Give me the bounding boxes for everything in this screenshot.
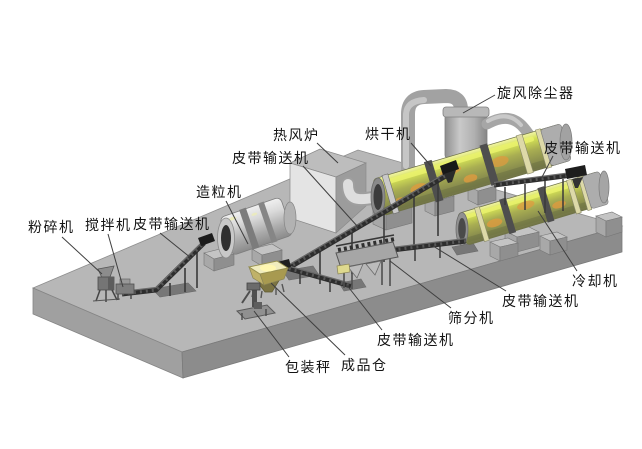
leader-packing-scale (253, 310, 290, 358)
leader-belt-2 (302, 165, 359, 228)
label-granulator: 造粒机 (196, 185, 243, 201)
packing-scale-shape (235, 282, 277, 320)
leader-belt-4 (432, 245, 507, 292)
label-cyclone: 旋风除尘器 (497, 86, 575, 102)
furnace-duct (341, 177, 379, 207)
leader-cyclone (462, 94, 496, 114)
cooler-drum (455, 170, 610, 246)
label-belt-2: 皮带输送机 (232, 151, 310, 167)
label-belt-1: 皮带输送机 (133, 217, 211, 233)
cyclone-inlet-duct (401, 88, 468, 175)
label-cooler: 冷却机 (572, 274, 619, 290)
leader-crusher (61, 236, 103, 275)
screening-machine-shape (335, 234, 399, 289)
granulator-drum (217, 197, 297, 259)
belt-conveyor-3-shape (493, 165, 587, 213)
label-belt-4: 皮带输送机 (502, 294, 580, 310)
label-crusher: 粉碎机 (28, 220, 75, 236)
leader-belt-3 (540, 155, 554, 180)
leader-lines (61, 94, 578, 358)
leader-belt-5 (345, 283, 383, 331)
label-screener: 筛分机 (448, 311, 495, 327)
leader-belt-1 (159, 232, 192, 259)
label-packing-scale: 包装秤 (285, 360, 332, 376)
belt-conveyor-2-shape (286, 160, 459, 284)
label-mixer: 搅拌机 (85, 218, 132, 234)
belt-conveyor-4-shape (391, 237, 467, 261)
mixer-machine (115, 278, 135, 300)
label-belt-3: 皮带输送机 (544, 141, 622, 157)
leader-granulator (225, 200, 249, 245)
label-furnace: 热风炉 (273, 128, 320, 144)
leader-cooler (537, 210, 578, 272)
labels: 粉碎机 搅拌机 皮带输送机 造粒机 皮带输送机 热风炉 烘干机 旋风除尘器 皮带… (28, 86, 622, 376)
leader-dryer (410, 142, 432, 167)
leader-bin (270, 282, 346, 356)
leader-mixer (107, 233, 124, 288)
leader-screener (389, 260, 452, 309)
leader-furnace (316, 142, 339, 164)
label-belt-5: 皮带输送机 (377, 333, 455, 349)
crusher-machine (92, 265, 121, 302)
label-bin: 成品仓 (341, 358, 388, 374)
label-dryer: 烘干机 (365, 127, 412, 143)
